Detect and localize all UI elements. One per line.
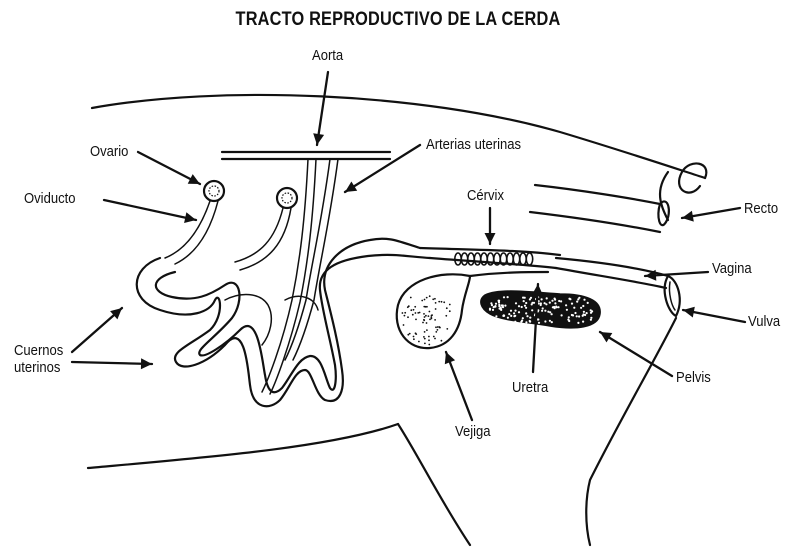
cervix [420, 248, 560, 268]
cervix-arrow-head [485, 233, 496, 244]
rectum [530, 185, 669, 232]
ovary-right [277, 188, 297, 208]
cuernos-arrow-2-head [141, 358, 152, 369]
urethra [470, 272, 548, 276]
aorta-vessel [222, 152, 390, 159]
cuernos-arrow-2 [72, 362, 152, 364]
vulva-arrow-head [683, 307, 695, 318]
aorta-arrow-head [313, 133, 324, 145]
oviducto-arrow-head [184, 212, 196, 223]
uterine-horns [137, 239, 430, 407]
tail-stem [660, 172, 668, 220]
bladder [397, 274, 470, 348]
label-recto: Recto [744, 201, 778, 218]
label-cuernos-line1: Cuernos [14, 343, 63, 360]
back-outline [92, 95, 705, 178]
aorta-arrow [317, 72, 328, 145]
label-aorta: Aorta [312, 48, 343, 65]
label-vagina: Vagina [712, 261, 752, 278]
label-oviducto: Oviducto [24, 191, 76, 208]
label-arterias-uterinas: Arterias uterinas [426, 137, 521, 154]
oviducto-arrow [104, 200, 196, 220]
leg-outline [398, 424, 470, 545]
label-vejiga: Vejiga [455, 424, 491, 441]
leader-arrows [72, 72, 745, 420]
label-uretra: Uretra [512, 380, 548, 397]
label-cuernos-line2: uterinos [14, 360, 60, 377]
recto-arrow-head [682, 211, 694, 222]
pelvis-arrow [600, 332, 672, 376]
label-cervix: Cérvix [467, 188, 504, 205]
ovary-left [204, 181, 224, 201]
label-pelvis: Pelvis [676, 370, 711, 387]
uterine-arteries [262, 159, 338, 394]
label-vulva: Vulva [748, 314, 780, 331]
uretra-arrow-head [532, 284, 543, 295]
vulva [665, 276, 680, 316]
pelvis-bone [481, 291, 600, 328]
label-ovario: Ovario [90, 144, 128, 161]
oviducts [165, 201, 291, 270]
belly-outline [88, 424, 398, 468]
